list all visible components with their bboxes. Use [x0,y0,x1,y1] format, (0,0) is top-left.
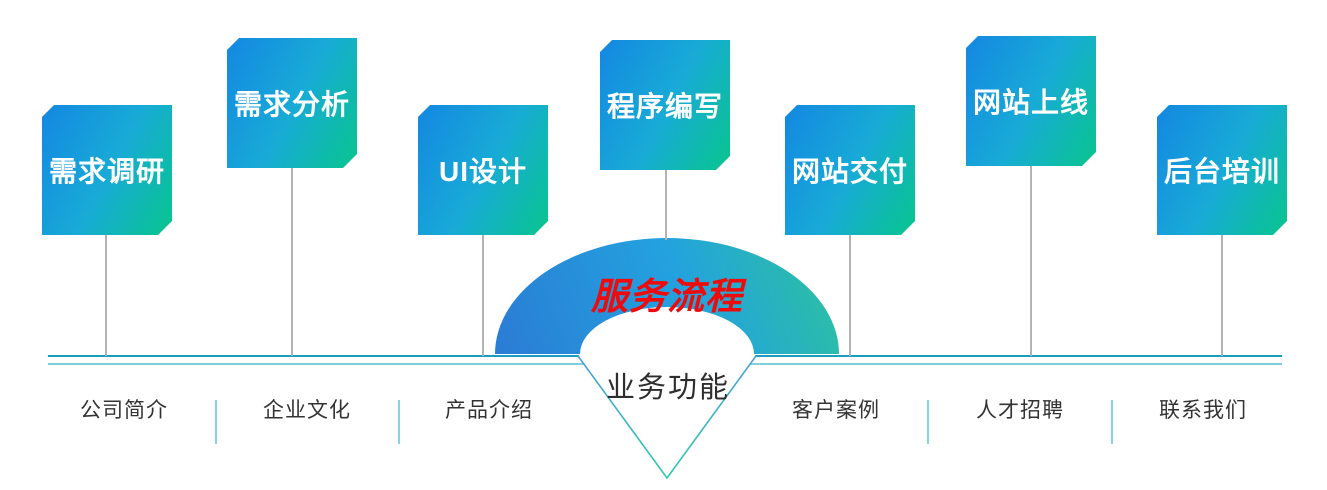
nav-separator [215,400,217,444]
nav-product-intro[interactable]: 产品介绍 [445,399,533,422]
step-label: 后台培训 [1163,156,1280,187]
nav-separator [927,400,929,444]
step-label: 需求分析 [233,89,350,120]
step-label: 程序编写 [606,91,723,122]
sign-stick [1030,166,1032,356]
step-programming: 程序编写 [600,40,730,170]
sign-stick [849,235,851,356]
service-process-arch [495,238,839,354]
business-functions-title: 业务功能 [605,372,731,404]
nav-company-profile[interactable]: 公司简介 [80,399,168,422]
nav-recruitment[interactable]: 人才招聘 [976,399,1064,422]
nav-contact-us[interactable]: 联系我们 [1159,399,1247,422]
sign-stick [482,235,484,356]
step-backend-training: 后台培训 [1157,105,1287,235]
step-requirement-analysis: 需求分析 [227,38,357,168]
sign-stick [1221,235,1223,356]
sign-stick [291,168,293,356]
step-label: UI设计 [438,156,527,187]
step-label: 网站上线 [972,87,1089,118]
step-ui-design: UI设计 [418,105,548,235]
nav-separator [398,400,400,444]
step-site-delivery: 网站交付 [785,105,915,235]
step-requirement-research: 需求调研 [42,105,172,235]
step-label: 网站交付 [791,156,908,187]
sign-stick [105,235,107,356]
sign-stick [665,168,667,240]
nav-separator [1111,400,1113,444]
business-functions-pointer [578,354,756,478]
step-label: 需求调研 [48,156,165,187]
business-functions-pointer-outline [577,355,757,480]
nav-customer-cases[interactable]: 客户案例 [792,399,880,422]
step-site-launch: 网站上线 [966,36,1096,166]
service-process-title: 服务流程 [591,276,743,317]
nav-corporate-culture[interactable]: 企业文化 [263,399,351,422]
